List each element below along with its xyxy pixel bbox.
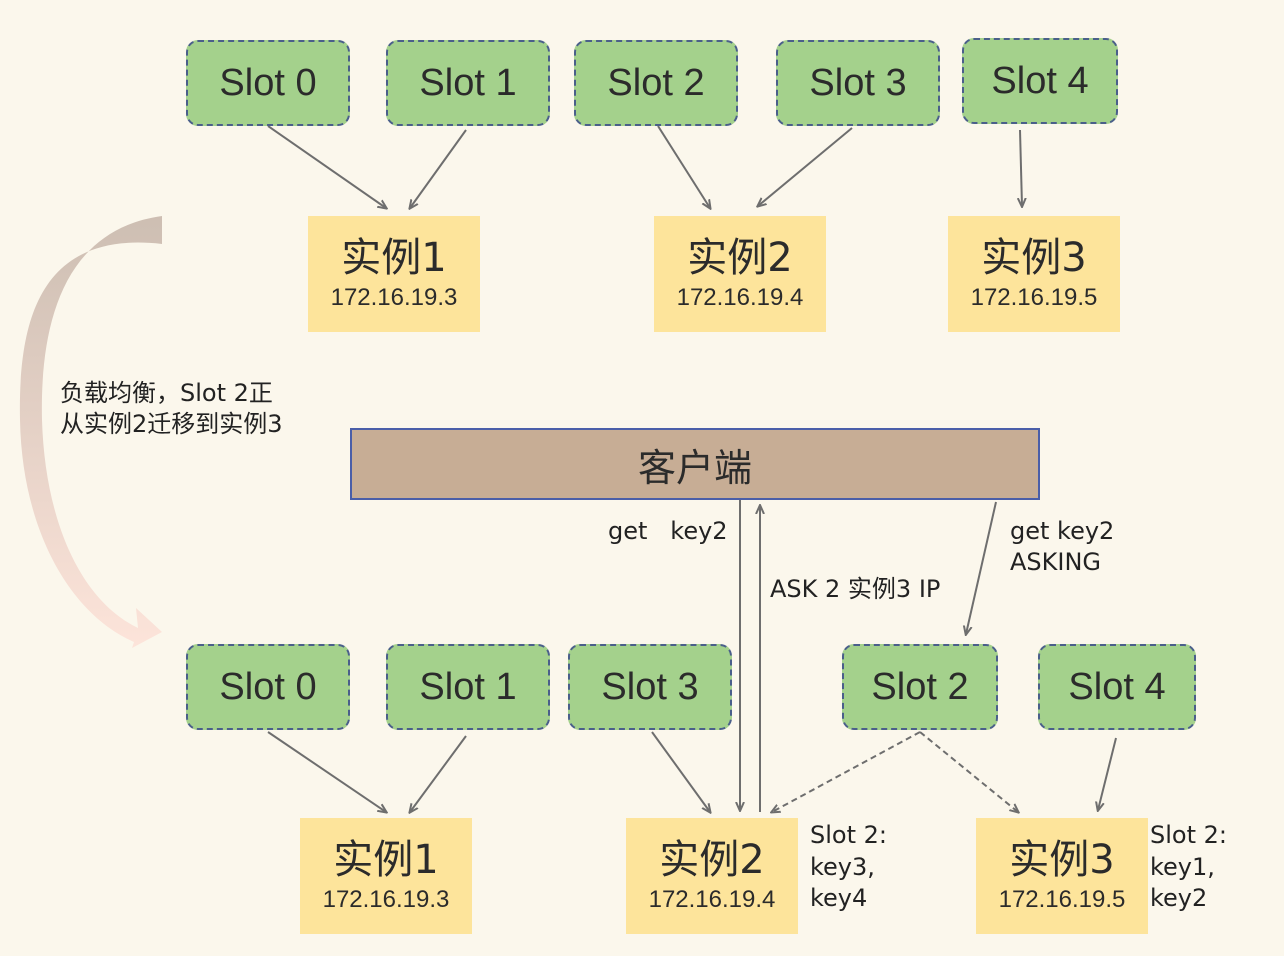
key-note-line: key3,: [810, 852, 875, 881]
top-slot-3: Slot 3: [776, 40, 940, 126]
top-instance-2: 实例2 172.16.19.4: [654, 216, 826, 332]
instance-ip: 172.16.19.4: [648, 886, 776, 913]
arrow-bottom-slot2-inst2-dashed: [772, 731, 921, 812]
instance-name: 实例2: [687, 235, 793, 281]
bottom-slot-3: Slot 3: [568, 644, 732, 730]
top-slot-4: Slot 4: [962, 38, 1118, 124]
bottom-slot-2: Slot 2: [842, 644, 998, 730]
top-slot-0: Slot 0: [186, 40, 350, 126]
bottom-instance-1: 实例1 172.16.19.3: [300, 818, 472, 934]
instance-ip: 172.16.19.5: [970, 284, 1098, 311]
instance-name: 实例2: [659, 837, 765, 883]
arrow-top-slot2-inst2: [657, 125, 710, 208]
arrow-bottom-slot1-inst1: [410, 735, 467, 812]
arrow-bottom-slot3-inst2: [651, 731, 710, 812]
arrow-top-slot1-inst1: [410, 129, 467, 208]
bottom-instance-3: 实例3 172.16.19.5: [976, 818, 1148, 934]
top-instance-3: 实例3 172.16.19.5: [948, 216, 1120, 332]
arrow-top-slot0-inst1: [267, 125, 386, 208]
top-slot-2: Slot 2: [574, 40, 738, 126]
bottom-slot-1: Slot 1: [386, 644, 550, 730]
instance-name: 实例1: [341, 235, 447, 281]
label-get-key2-asking: get key2 ASKING: [1010, 516, 1114, 578]
key-note-line: Slot 2:: [1150, 821, 1227, 849]
instance2-keys-note: Slot 2: key3, key4: [810, 820, 887, 915]
instance3-keys-note: Slot 2: key1, key2: [1150, 820, 1227, 915]
bottom-slot-0: Slot 0: [186, 644, 350, 730]
key-note-line: key2: [1150, 884, 1208, 913]
label-ask-reply: ASK 2 实例3 IP: [770, 575, 941, 603]
bottom-instance-2: 实例2 172.16.19.4: [626, 818, 798, 934]
top-slot-1: Slot 1: [386, 40, 550, 126]
instance-ip: 172.16.19.3: [322, 886, 450, 913]
key-note-line: key4: [810, 884, 868, 913]
label-get-key2-asking-line2: ASKING: [1010, 548, 1102, 577]
arrow-bottom-slot2-inst3-dashed: [919, 731, 1018, 812]
migration-note-line1: 负载均衡，Slot 2正: [60, 379, 273, 407]
bottom-slot-4: Slot 4: [1038, 644, 1196, 730]
arrow-get-key2-asking: [966, 501, 997, 634]
key-note-line: Slot 2:: [810, 821, 887, 849]
key-note-line: key1,: [1150, 852, 1215, 881]
arrow-bottom-slot4-inst3: [1098, 737, 1117, 810]
label-get-key2: get key2: [608, 517, 728, 545]
instance-ip: 172.16.19.5: [998, 886, 1126, 913]
client-box: 客户端: [350, 428, 1040, 500]
arrow-top-slot4-inst3: [1020, 129, 1022, 206]
instance-name: 实例3: [1009, 837, 1115, 883]
label-get-key2-asking-line1: get key2: [1010, 517, 1115, 545]
top-instance-1: 实例1 172.16.19.3: [308, 216, 480, 332]
migration-curve-arrow: [19, 216, 162, 648]
instance-name: 实例1: [333, 837, 439, 883]
migration-note-line2: 从实例2迁移到实例3: [60, 410, 283, 439]
instance-ip: 172.16.19.3: [330, 284, 458, 311]
instance-name: 实例3: [981, 235, 1087, 281]
arrow-bottom-slot0-inst1: [267, 731, 386, 812]
migration-note: 负载均衡，Slot 2正 从实例2迁移到实例3: [60, 378, 283, 440]
arrow-top-slot3-inst2: [758, 127, 853, 206]
instance-ip: 172.16.19.4: [676, 284, 804, 311]
